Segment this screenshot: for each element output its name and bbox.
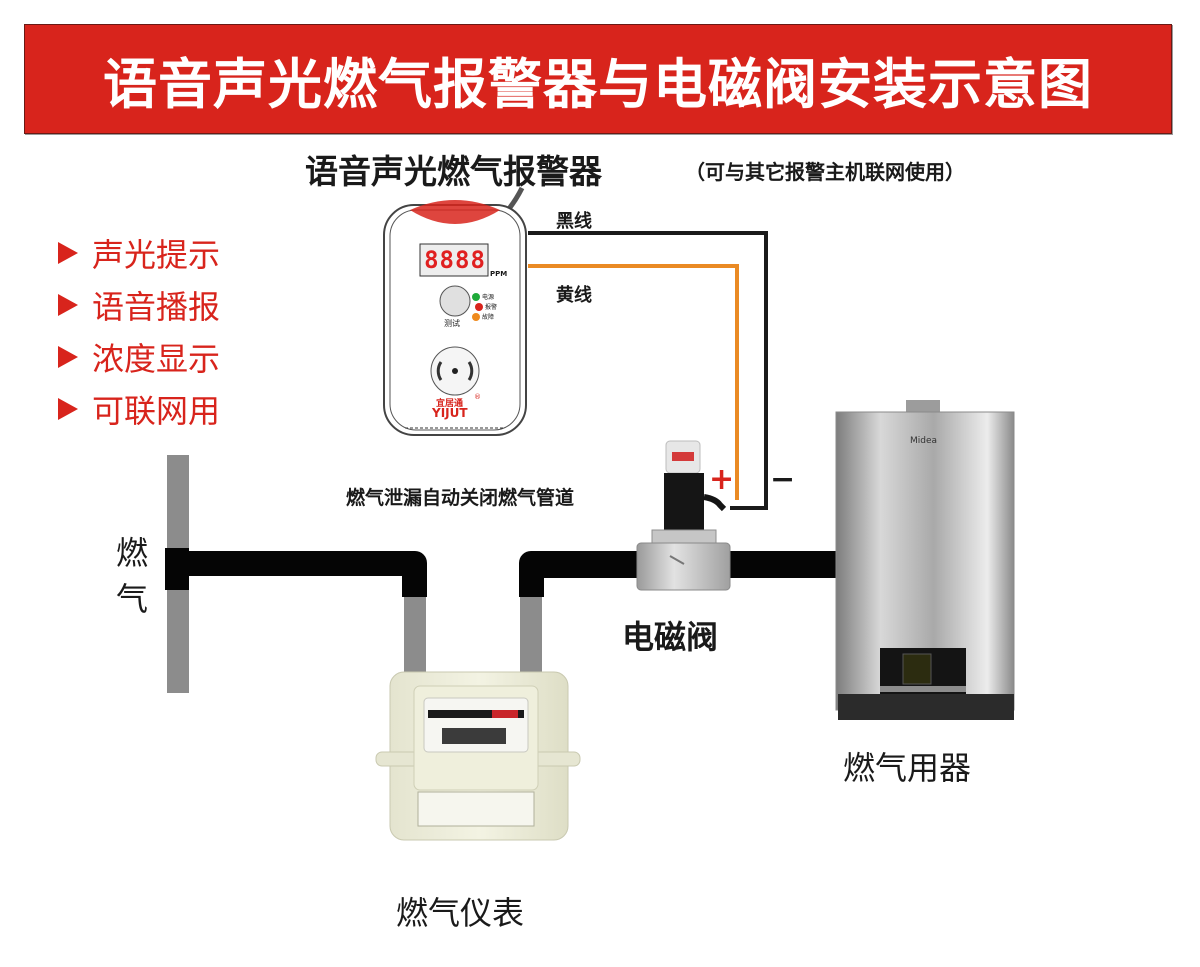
feature-item: 声光提示 bbox=[58, 230, 220, 276]
feature-label: 语音播报 bbox=[92, 288, 221, 326]
indicator-label-fault: 故障 bbox=[482, 314, 495, 321]
ppm-display: 8888 bbox=[424, 246, 486, 274]
gas-water-heater bbox=[835, 400, 1015, 720]
gas-source-label-line2: 气 bbox=[116, 580, 149, 618]
solenoid-valve bbox=[636, 440, 731, 591]
yellow-wire bbox=[528, 264, 739, 500]
brand-cn: 宜居通 bbox=[436, 399, 464, 409]
indicator-label-alarm: 报警 bbox=[485, 304, 498, 311]
meter-label: 燃气仪表 bbox=[396, 894, 525, 932]
valve-label: 电磁阀 bbox=[622, 618, 719, 656]
feature-item: 语音播报 bbox=[58, 282, 220, 328]
pipe-meter-outlet-to-valve bbox=[519, 551, 640, 679]
brand-en: YIJUT bbox=[432, 406, 468, 420]
indicator-label-power: 电源 bbox=[482, 294, 495, 301]
ppm-unit-label: PPM bbox=[490, 270, 508, 278]
gas-meter bbox=[375, 671, 581, 841]
triangle-bullet-icon bbox=[58, 398, 78, 420]
test-button-label: 测试 bbox=[444, 319, 460, 328]
triangle-bullet-icon bbox=[58, 242, 78, 264]
gas-source-label-line1: 燃 bbox=[116, 534, 149, 572]
pipe-valve-to-appliance bbox=[728, 551, 840, 578]
triangle-bullet-icon bbox=[58, 346, 78, 368]
feature-label: 可联网用 bbox=[92, 392, 221, 430]
diagram-title: 语音声光燃气报警器与电磁阀安装示意图 bbox=[103, 52, 1093, 116]
feature-item: 浓度显示 bbox=[58, 334, 220, 380]
feature-label: 声光提示 bbox=[92, 236, 221, 274]
alarm-title: 语音声光燃气报警器 bbox=[305, 152, 602, 191]
black-wire-label: 黑线 bbox=[556, 211, 592, 232]
title-banner: 语音声光燃气报警器与电磁阀安装示意图 bbox=[24, 24, 1172, 134]
alarm-network-note: （可与其它报警主机联网使用） bbox=[685, 160, 965, 184]
positive-terminal-sign: + bbox=[709, 462, 735, 497]
appliance-label: 燃气用器 bbox=[843, 749, 972, 787]
registered-mark: ® bbox=[474, 393, 481, 401]
pipe-to-meter-inlet bbox=[165, 548, 427, 679]
feature-item: 可联网用 bbox=[58, 386, 220, 432]
feature-label: 浓度显示 bbox=[92, 340, 221, 378]
black-wire bbox=[528, 231, 768, 510]
triangle-bullet-icon bbox=[58, 294, 78, 316]
yellow-wire-label: 黄线 bbox=[556, 285, 592, 306]
appliance-brand: Midea bbox=[910, 436, 938, 446]
gas-alarm-device bbox=[383, 186, 527, 436]
valve-annotation: 燃气泄漏自动关闭燃气管道 bbox=[346, 487, 575, 509]
negative-terminal-sign: − bbox=[770, 462, 796, 497]
